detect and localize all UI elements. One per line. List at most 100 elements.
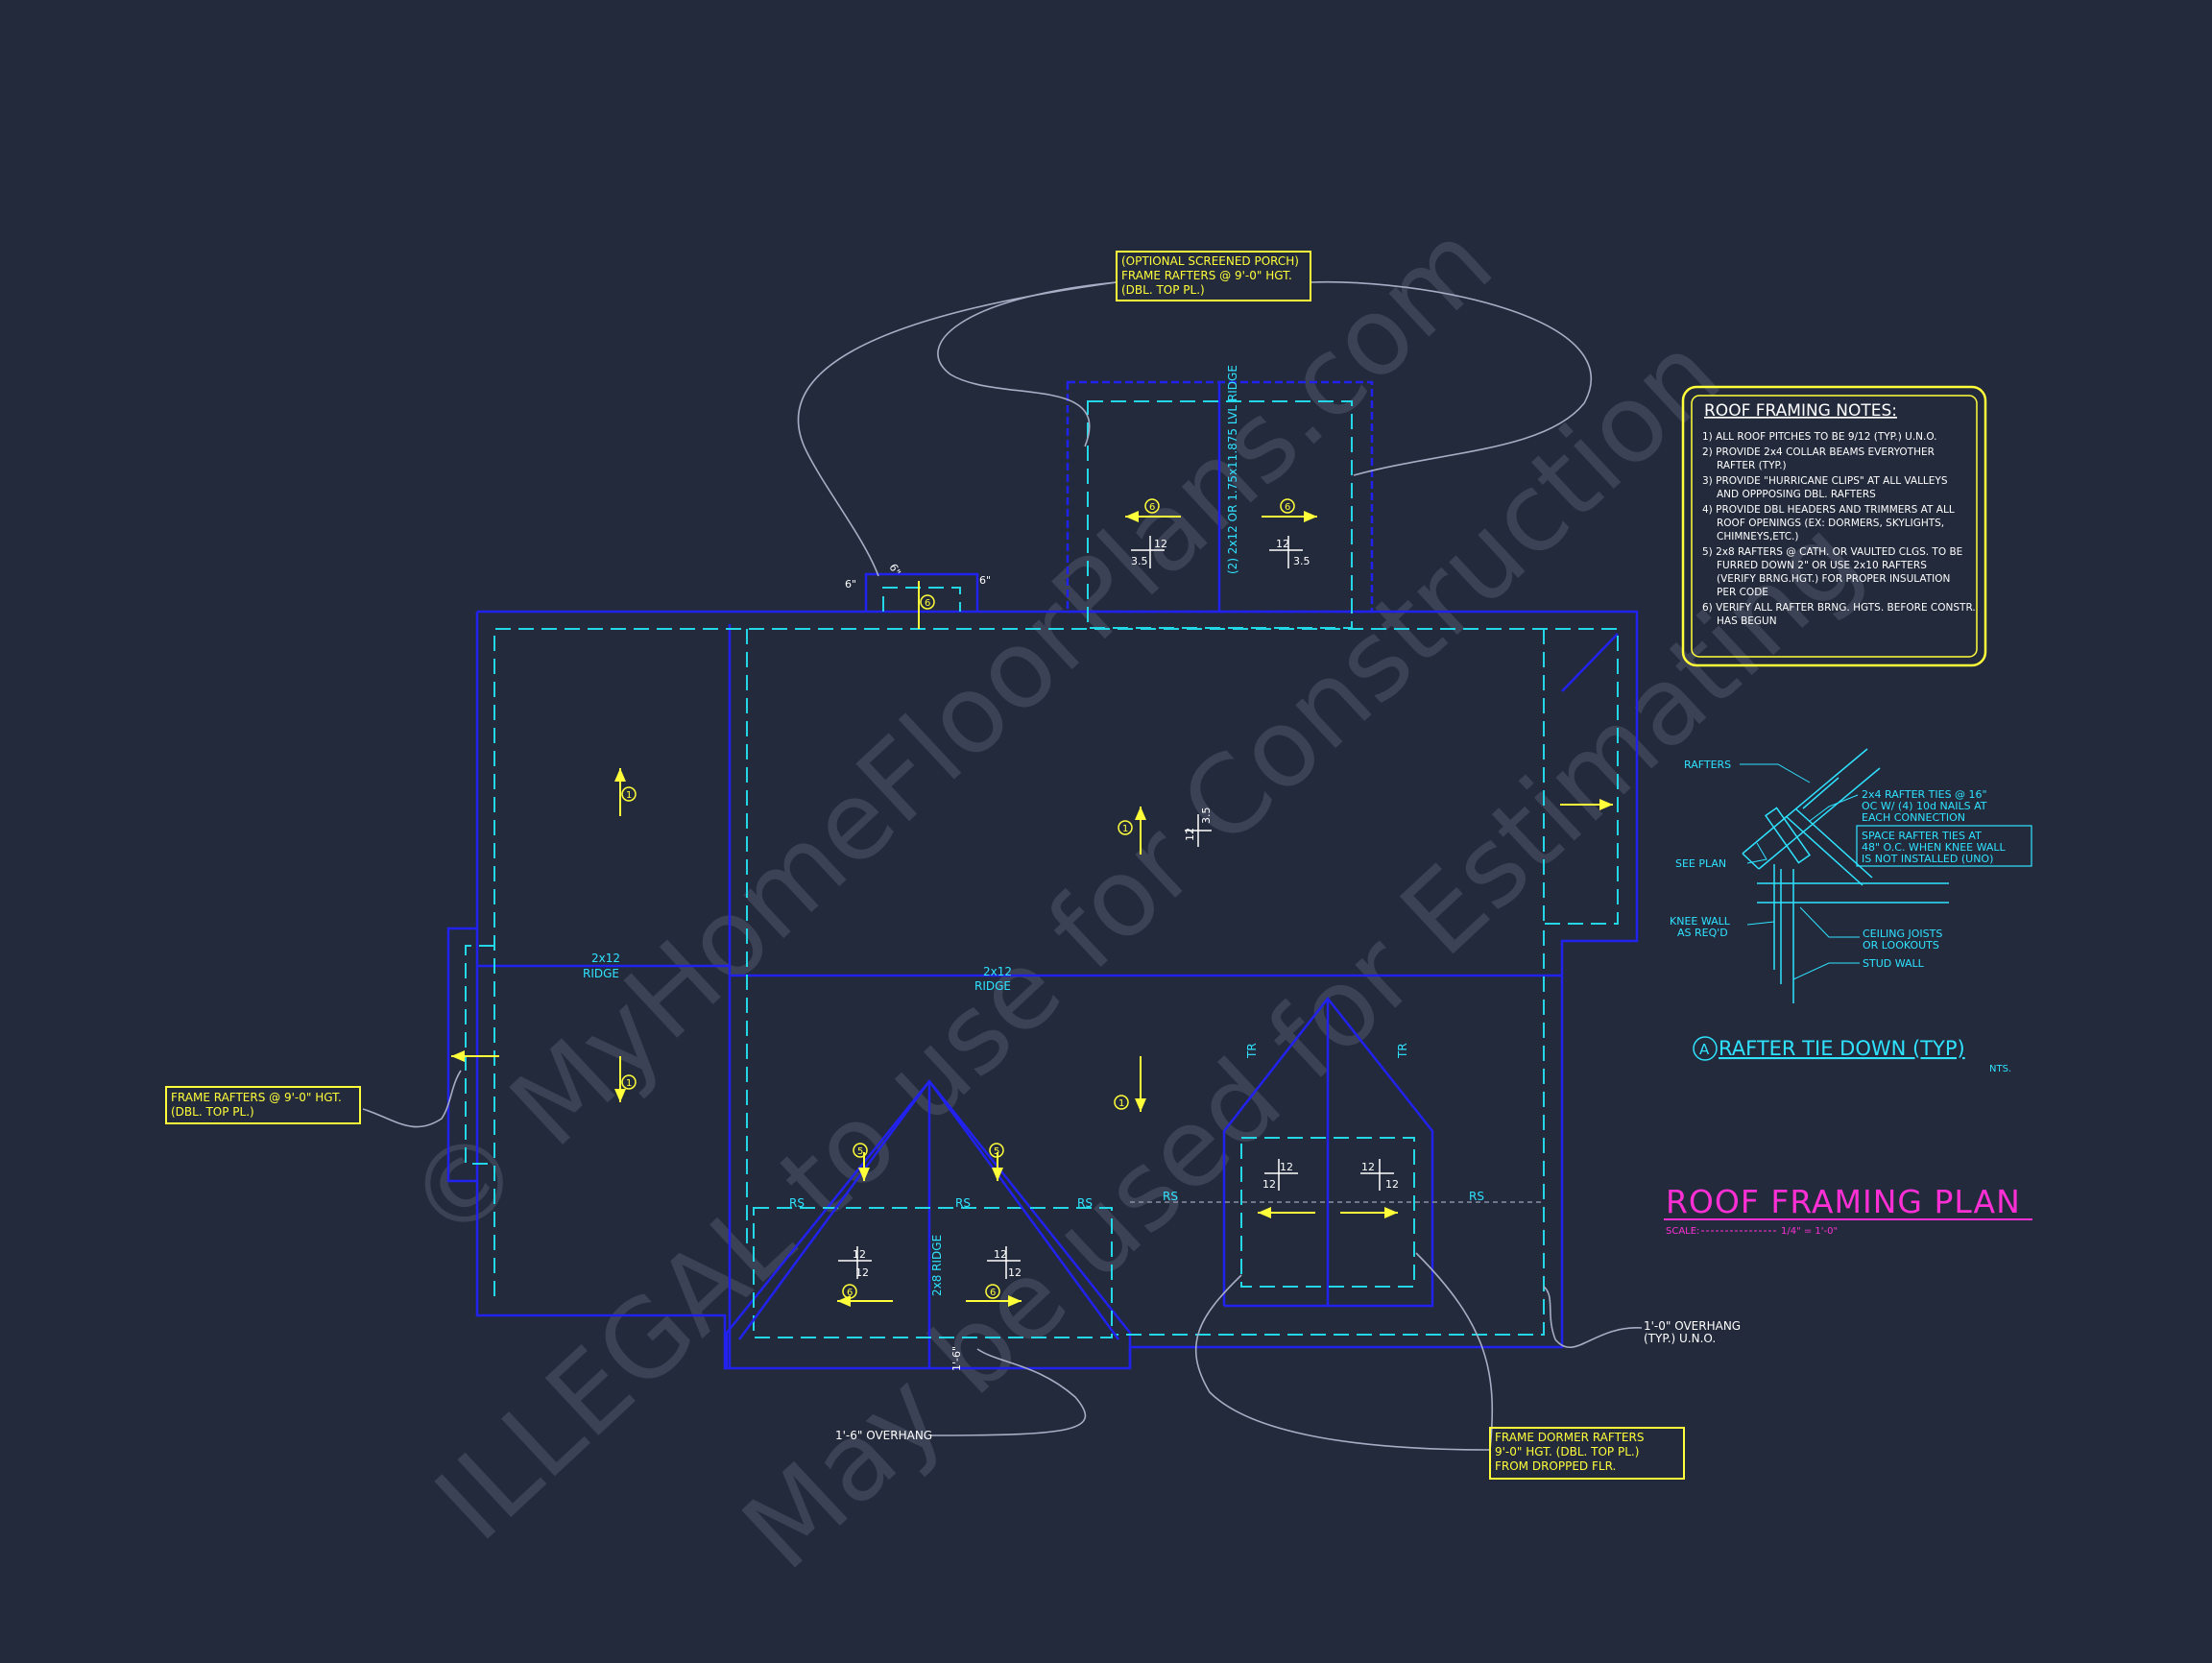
pitch-gable-l-rise: 12	[853, 1248, 866, 1261]
wall-top-bump	[882, 587, 961, 612]
bubble-gable-r-num: 5	[994, 1146, 999, 1157]
ridge-2x8-label: 2x8 RIDGE	[930, 1235, 944, 1296]
bubble-left-upper-num: 1	[626, 790, 632, 801]
watermark: © MyHomeFloorPlans.com ILLEGAL to use fo…	[384, 200, 1884, 1594]
detail-rafter-slope	[1802, 777, 1839, 809]
note-line: (VERIFY BRNG.HGT.) FOR PROPER INSULATION	[1717, 573, 1950, 585]
bubble-gable-r	[989, 1143, 1004, 1158]
bubble-top-bump	[920, 594, 935, 610]
dim-6-b: 6"	[886, 562, 902, 578]
callout-dormer-line-3: FROM DROPPED FLR.	[1495, 1459, 1616, 1473]
leader-rafters	[1740, 763, 1811, 783]
note-line: 2) PROVIDE 2x4 COLLAR BEAMS EVERYOTHER	[1702, 446, 1935, 458]
notes-inner-box	[1691, 395, 1978, 658]
pitch-dormer-r-rise: 12	[1361, 1161, 1375, 1173]
ridge-left-size: 2x12	[591, 952, 620, 965]
rafter-arrows	[451, 511, 1613, 1307]
bubble-main-down	[1114, 1095, 1129, 1110]
bubble-main-down-num: 1	[1118, 1098, 1124, 1109]
notes-list: 1) ALL ROOF PITCHES TO BE 9/12 (TYP.) U.…	[1702, 431, 1976, 627]
leader-porch-curl	[937, 281, 1118, 447]
bubble-porch-l	[1144, 498, 1160, 514]
title-block: ROOF FRAMING PLAN SCALE: 1/4" = 1'-0"	[1664, 1183, 2032, 1237]
callout-dormer: FRAME DORMER RAFTERS 9'-0" HGT. (DBL. TO…	[1489, 1427, 1685, 1480]
leader-curves	[362, 280, 1643, 1451]
pitch-mark-gable-l	[838, 1246, 872, 1279]
bubble-top-bump-num: 6	[925, 598, 930, 609]
bubble-gable-r-lower-num: 6	[990, 1288, 996, 1298]
detail-ties-line-2: OC W/ (4) 10d NAILS AT	[1862, 800, 1987, 812]
leader-ties	[1809, 794, 1859, 822]
bubble-gable-l-num: 5	[857, 1146, 863, 1157]
note-line: HAS BEGUN	[1717, 615, 1777, 627]
pitch-dormer-l-run: 12	[1262, 1178, 1276, 1191]
rs-label-4: RS	[1163, 1190, 1178, 1203]
callout-left-line-2: (DBL. TOP PL.)	[171, 1105, 254, 1119]
wall-main	[493, 628, 1619, 1336]
bubble-main-up	[1118, 820, 1133, 835]
detail-tie-board-2	[1794, 807, 1873, 879]
ridge-main-size: 2x12	[983, 965, 1012, 978]
detail-tie-board	[1785, 815, 1863, 886]
note-line: PER CODE	[1717, 587, 1768, 598]
hip-line-left	[737, 1080, 931, 1340]
note-line: ROOF OPENINGS (EX: DORMERS, SKYLIGHTS,	[1717, 518, 1944, 529]
ridge-main-label: RIDGE	[974, 979, 1011, 993]
leader-see-plan	[1746, 842, 1767, 864]
detail-label-see-plan: SEE PLAN	[1675, 857, 1726, 870]
detail-ceiling-line-1: CEILING JOISTS	[1863, 928, 1942, 940]
pitch-porch-r-rise: 12	[1276, 538, 1289, 550]
detail-space-box	[1856, 825, 2032, 867]
scale-value: 1/4" = 1'-0"	[1781, 1226, 1838, 1237]
ridge-left-label: RIDGE	[583, 967, 619, 980]
leader-knee	[1746, 921, 1775, 926]
leader-ceiling	[1799, 906, 1860, 938]
note-line: CHIMNEYS,ETC.)	[1717, 531, 1799, 542]
rs-label-5: RS	[1469, 1190, 1484, 1203]
dim-6-c: 6"	[979, 574, 991, 587]
pitch-porch-r-run: 3.5	[1293, 555, 1310, 567]
hip-line-right	[927, 1080, 1120, 1340]
porch-ridge-label: (2) 2x12 OR 1.75x11.875 LVL RIDGE	[1226, 365, 1239, 574]
detail-label-rafters: RAFTERS	[1684, 759, 1731, 771]
pitch-mark-porch-left	[1131, 536, 1165, 568]
pitch-mark-dormer-r	[1360, 1159, 1394, 1191]
detail-letter: A	[1699, 1041, 1710, 1058]
pitch-gable-l-run: 12	[855, 1266, 869, 1279]
detail-leaders	[1740, 763, 1860, 980]
rs-label-3: RS	[1077, 1196, 1093, 1210]
leader-porch-right	[1310, 280, 1593, 476]
rafter-tie-detail: RAFTERS 2x4 RAFTER TIES @ 16" OC W/ (4) …	[1670, 748, 2032, 1074]
callout-left-box	[165, 1086, 361, 1124]
pitch-gable-r-rise: 12	[994, 1248, 1007, 1261]
wall-lines	[465, 400, 1619, 1338]
pitch-gable-r-run: 12	[1008, 1266, 1022, 1279]
bubble-left-lower-num: 1	[626, 1078, 632, 1089]
wall-west-bump	[465, 945, 494, 1165]
outline-west-bump	[446, 927, 477, 1183]
detail-rafter-end	[1742, 853, 1760, 870]
overhang-bottom: 1'-6" OVERHANG	[835, 1429, 932, 1442]
plan-title: ROOF FRAMING PLAN	[1666, 1183, 2021, 1220]
pitch-symbols	[838, 536, 1394, 1279]
wall-porch	[1087, 400, 1353, 629]
pitch-main-run: 3.5	[1200, 807, 1213, 825]
overhang-right-line-1: 1'-0" OVERHANG	[1644, 1319, 1741, 1333]
note-line: 5) 2x8 RAFTERS @ CATH. OR VAULTED CLGS. …	[1702, 546, 1962, 558]
detail-label-stud: STUD WALL	[1863, 957, 1925, 970]
pitch-porch-l-run: 3.5	[1131, 555, 1148, 567]
roof-framing-notes: ROOF FRAMING NOTES: 1) ALL ROOF PITCHES …	[1681, 385, 1987, 667]
plan-labels: 2x12 RIDGE 2x12 RIDGE (2) 2x12 OR 1.75x1…	[583, 365, 1484, 1371]
bubble-left-upper	[621, 786, 637, 802]
bubble-porch-r-num: 6	[1285, 502, 1290, 513]
detail-space-line-1: SPACE RAFTER TIES AT	[1862, 830, 1982, 842]
detail-nts: NTS.	[1989, 1064, 2011, 1074]
pitch-dormer-l-rise: 12	[1280, 1161, 1293, 1173]
bubble-left-lower	[621, 1074, 637, 1090]
detail-rafter-tie	[1765, 807, 1811, 864]
scale-label: SCALE:	[1666, 1226, 1699, 1237]
rs-label-2: RS	[955, 1196, 971, 1210]
note-line: 1) ALL ROOF PITCHES TO BE 9/12 (TYP.) U.…	[1702, 431, 1937, 443]
pitch-mark-main	[1185, 814, 1212, 847]
